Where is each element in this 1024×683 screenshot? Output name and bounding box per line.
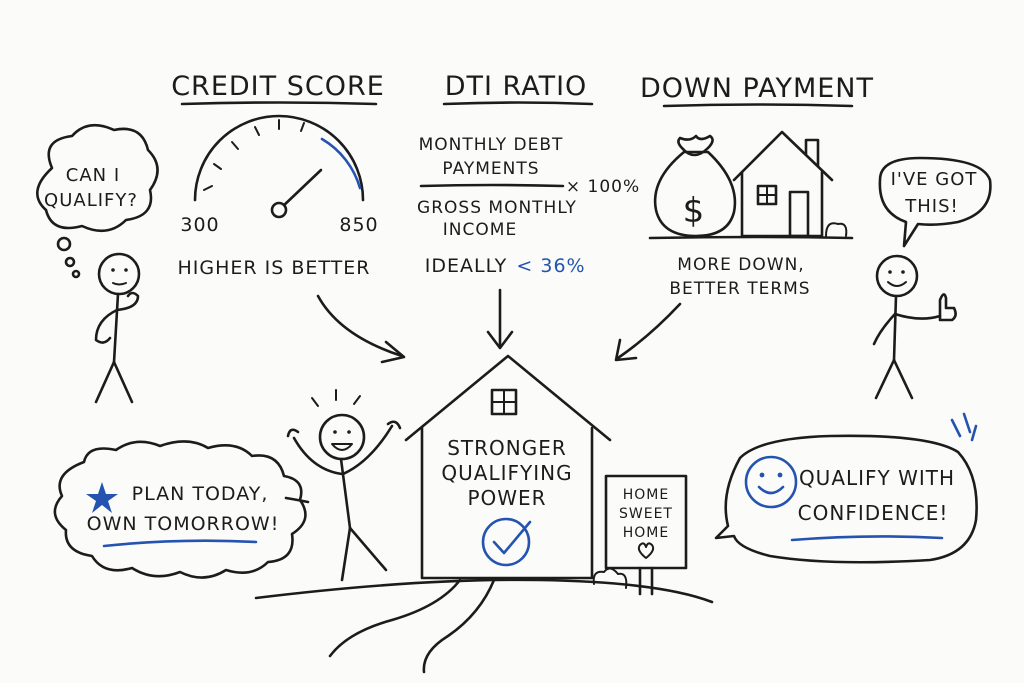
credit-caption: HIGHER IS BETTER [178, 257, 371, 279]
cloud-left-line2: OWN TOMORROW! [87, 513, 280, 535]
stick-figure-thumbs-up [872, 254, 957, 400]
heading-dti-text: DTI RATIO [445, 71, 588, 102]
thumbs-up-icon [938, 293, 957, 322]
center-house-line2: QUALIFYING [441, 461, 572, 485]
dti-ideal-value: < 36% [516, 255, 585, 277]
path-right [422, 578, 496, 674]
home-sweet-home-sign: HOME SWEET HOME [592, 474, 688, 596]
dti-numerator-line2: PAYMENTS [442, 159, 539, 179]
center-house-line3: POWER [467, 486, 546, 510]
heading-credit-text: CREDIT SCORE [171, 71, 385, 102]
speech-qualify-confidence: QUALIFY WITH CONFIDENCE! [714, 412, 978, 564]
thought-bubble-left: CAN I QUALIFY? [36, 123, 159, 279]
money-bag-icon: $ [653, 134, 737, 238]
gauge-icon [193, 114, 365, 219]
cloud-left-line1: PLAN TODAY, [132, 483, 269, 505]
dti-numerator-line1: MONTHLY DEBT [419, 135, 564, 155]
speech-right-line2: CONFIDENCE! [798, 501, 949, 525]
money-bag-symbol: $ [683, 191, 706, 231]
speech-bubble-line2: THIS! [904, 196, 958, 217]
arrow-dti [486, 288, 514, 350]
down-caption-line2: BETTER TERMS [669, 279, 810, 299]
speech-bubble-line1: I'VE GOT [891, 169, 978, 190]
heart-icon [637, 542, 655, 559]
checkmark-icon [481, 517, 532, 567]
center-house: STRONGER QUALIFYING POWER [404, 354, 612, 580]
speech-right-line1: QUALIFY WITH [799, 466, 955, 490]
sign-line3: HOME [623, 525, 669, 541]
arrow-down-payment [614, 302, 682, 362]
cloud-plan-today: PLAN TODAY, OWN TOMORROW! [53, 440, 310, 579]
path-left [328, 578, 462, 658]
heading-down-payment: DOWN PAYMENT [640, 73, 874, 108]
thought-bubble-line2: QUALIFY? [44, 190, 138, 211]
gauge-min-label: 300 [180, 214, 219, 236]
stick-figure-thinking [94, 252, 141, 404]
gauge-max-label: 850 [339, 214, 378, 236]
ground-line [254, 578, 714, 604]
heading-down-text: DOWN PAYMENT [640, 73, 874, 104]
star-icon [86, 482, 118, 513]
stick-figure-celebrating [286, 389, 402, 582]
speech-bubble-right-top: I'VE GOT THIS! [878, 156, 992, 248]
smiley-icon [744, 455, 798, 509]
down-caption-line1: MORE DOWN, [677, 255, 804, 275]
sign-line1: HOME [623, 487, 669, 503]
heading-dti-ratio: DTI RATIO [442, 71, 594, 106]
dti-denominator-line1: GROSS MONTHLY [417, 198, 577, 218]
center-house-line1: STRONGER [447, 436, 567, 460]
sign-line2: SWEET [619, 506, 673, 522]
house-icon [732, 130, 848, 238]
dti-multiplier: × 100% [566, 177, 640, 197]
heading-credit-score: CREDIT SCORE [171, 71, 385, 106]
dti-fraction-bar [419, 183, 565, 188]
dti-ideal-prefix: IDEALLY [425, 255, 508, 277]
arrow-credit [316, 294, 406, 364]
dti-denominator-line2: INCOME [443, 220, 517, 240]
thought-bubble-line1: CAN I [66, 165, 120, 186]
down-ground-line [648, 235, 854, 240]
